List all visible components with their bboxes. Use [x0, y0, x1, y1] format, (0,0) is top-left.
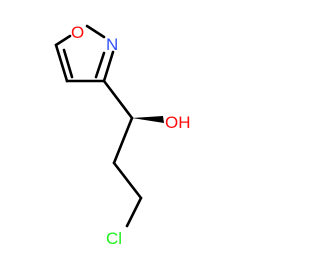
bond-c3-n2-inner: [94, 51, 106, 79]
hydroxyl-label: OH: [165, 113, 191, 132]
chlorine-label: Cl: [106, 229, 122, 248]
bond-c5-c4-inner: [62, 48, 74, 79]
bond-c3-cchiral: [102, 79, 134, 120]
bond-cchiral-ch2: [112, 116, 134, 165]
atom-labels: O N OH Cl: [71, 23, 191, 248]
molecule-structure: O N OH Cl: [54, 23, 191, 248]
structure-canvas: O N OH Cl: [54, 23, 191, 248]
bond-o1-c5: [54, 34, 72, 47]
bond-c5-c4: [54, 43, 69, 83]
oxygen-ring-label: O: [71, 23, 84, 42]
bond-lines: [54, 24, 143, 228]
nitrogen-ring-label: N: [106, 35, 118, 54]
bond-ch2cl-cl: [125, 196, 143, 228]
bond-c3-n2: [102, 50, 115, 83]
wedge-bond-oh: [132, 116, 164, 123]
bond-n2-o1: [85, 24, 106, 39]
bond-ch2-ch2cl: [112, 161, 143, 200]
